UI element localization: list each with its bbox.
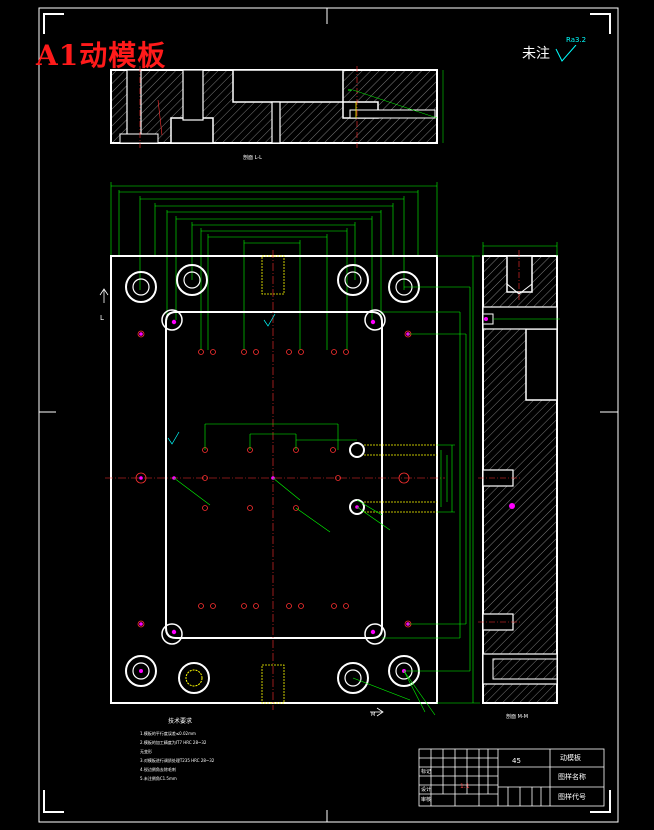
tech-line: 1.模板的平行度误差≤0.02mm — [140, 731, 196, 736]
title-block-material: 45 — [512, 757, 521, 765]
roughness-note-label: 未注 — [522, 46, 550, 62]
roughness-icon — [556, 44, 577, 62]
tech-line: 5.未注倒角C1.5mm — [140, 776, 177, 781]
section-marker-l: L — [100, 314, 104, 322]
top-section-label: 剖面 L-L — [243, 154, 262, 161]
title-block-row-label: 标记 — [421, 769, 432, 775]
title-block-row-label: 审核 — [421, 797, 432, 803]
title-block-scale: 1:1 — [460, 783, 470, 790]
top-section-view: 剖面 L-L — [110, 66, 444, 161]
title-block — [418, 748, 605, 807]
drawing-frame — [38, 7, 619, 823]
tech-line: 无变形 — [140, 749, 152, 754]
title-block-drawing-name-label: 图样名称 — [558, 773, 586, 781]
drawing-title: A1动模板 — [36, 39, 167, 72]
roughness-note-value: Ra3.2 — [566, 36, 587, 44]
title-block-part-name: 动模板 — [560, 754, 581, 762]
tech-requirements: 技术要求 1.模板的平行度误差≤0.02mm 2.模板的加工精度为IT7 HRC… — [140, 716, 250, 781]
tech-line: 2.模板的加工精度为IT7 HRC 28~32 — [140, 740, 207, 745]
side-section-view: 剖面 M-M — [478, 242, 560, 720]
side-section-label: 剖面 M-M — [506, 713, 528, 720]
tech-requirements-heading: 技术要求 — [168, 718, 193, 725]
title-block-drawing-code-label: 图样代号 — [558, 793, 586, 801]
tech-line: 3.对模板进行调质处理T235 HRC 28~32 — [140, 758, 215, 763]
tech-line: 4.锐边倒角去除毛刺 — [140, 767, 176, 772]
roughness-note: 未注 Ra3.2 — [522, 36, 586, 63]
plan-view: L M — [99, 250, 540, 718]
title-block-row-label: 设计 — [421, 787, 432, 793]
plan-dimensions-top — [110, 182, 438, 350]
section-marker-m: M — [371, 712, 375, 718]
